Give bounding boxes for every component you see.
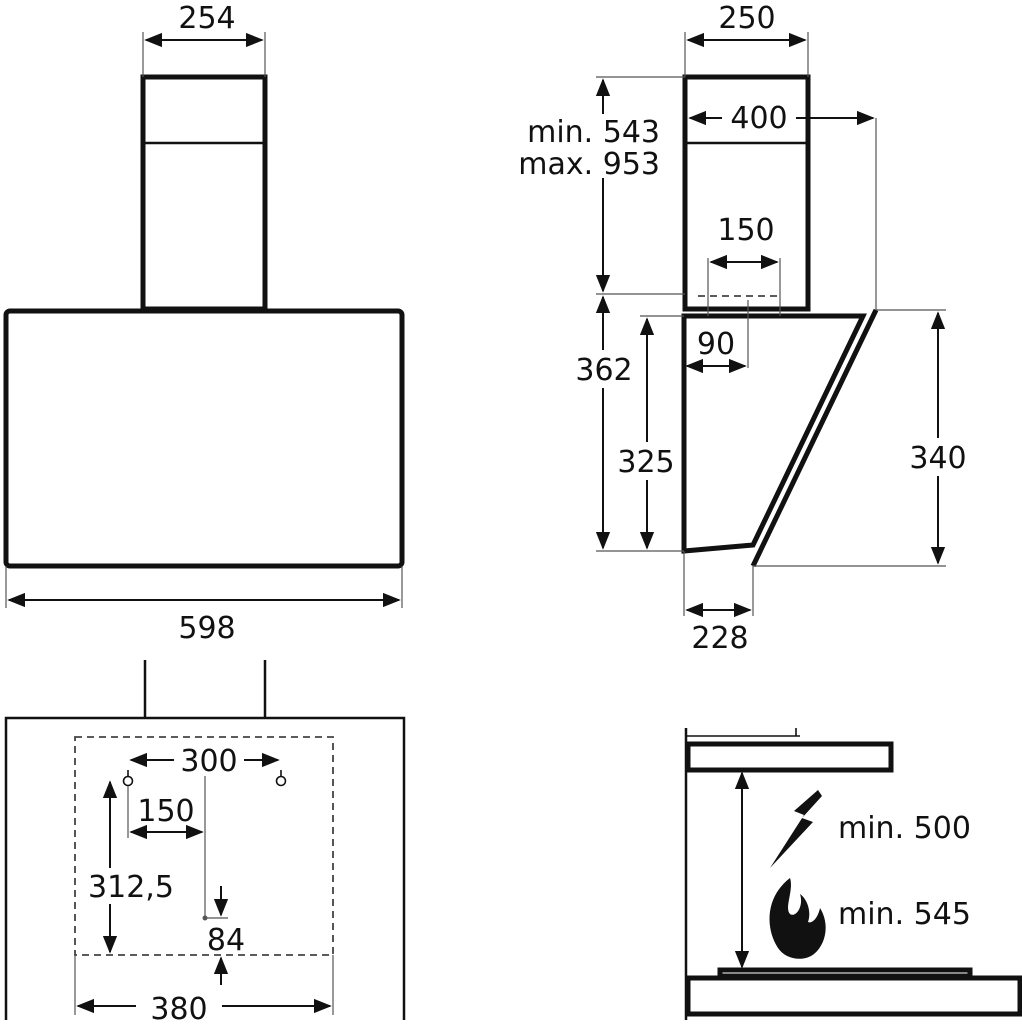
cooktop [717,967,973,979]
clearance-hood [685,741,894,773]
dim-hole-spacing: 300 [180,744,237,779]
dim-front-hood-width: 598 [178,611,235,646]
dim-outlet-width: 150 [717,213,774,248]
dim-outlet-offset: 90 [697,327,735,362]
dim-front-chimney-width: 254 [178,1,235,36]
flame-icon [769,878,826,959]
dim-half-spacing: 150 [137,794,194,829]
side-view: 250 400 min. 543 max. 953 150 90 362 325 [512,1,975,656]
clearance-gas: min. 545 [838,897,971,932]
mounting-template-dashed [74,736,334,956]
dim-front-height: 340 [909,441,966,476]
clearance-electric: min. 500 [838,811,971,846]
mounting-hole-right [275,770,287,787]
dim-bottom-width: 380 [150,992,207,1024]
front-chimney [140,74,268,312]
clearance-view: min. 500 min. 545 [684,728,1022,1020]
mounting-hole-left [122,770,134,787]
side-chimney [682,74,811,312]
dim-chimney-min: min. 543 [527,115,660,150]
front-hood-body [3,308,405,569]
dim-total-height: 362 [575,353,632,388]
lightning-icon [770,790,822,868]
side-hood-body [681,313,867,554]
dim-bottom-offset: 84 [207,923,245,958]
mounting-view: 300 150 312,5 84 380 [4,660,406,1024]
side-glass-panel [750,308,879,568]
front-view: 254 598 [3,1,405,646]
dim-bottom-depth: 228 [691,621,748,656]
mounting-hood-outline [4,716,406,1020]
worktop [685,975,1022,1017]
dim-wall-distance: 400 [730,101,787,136]
dim-back-height: 325 [617,445,674,480]
dim-chimney-max: max. 953 [518,147,660,182]
dim-side-chimney-width: 250 [718,1,775,36]
dim-vertical-distance: 312,5 [88,870,174,905]
